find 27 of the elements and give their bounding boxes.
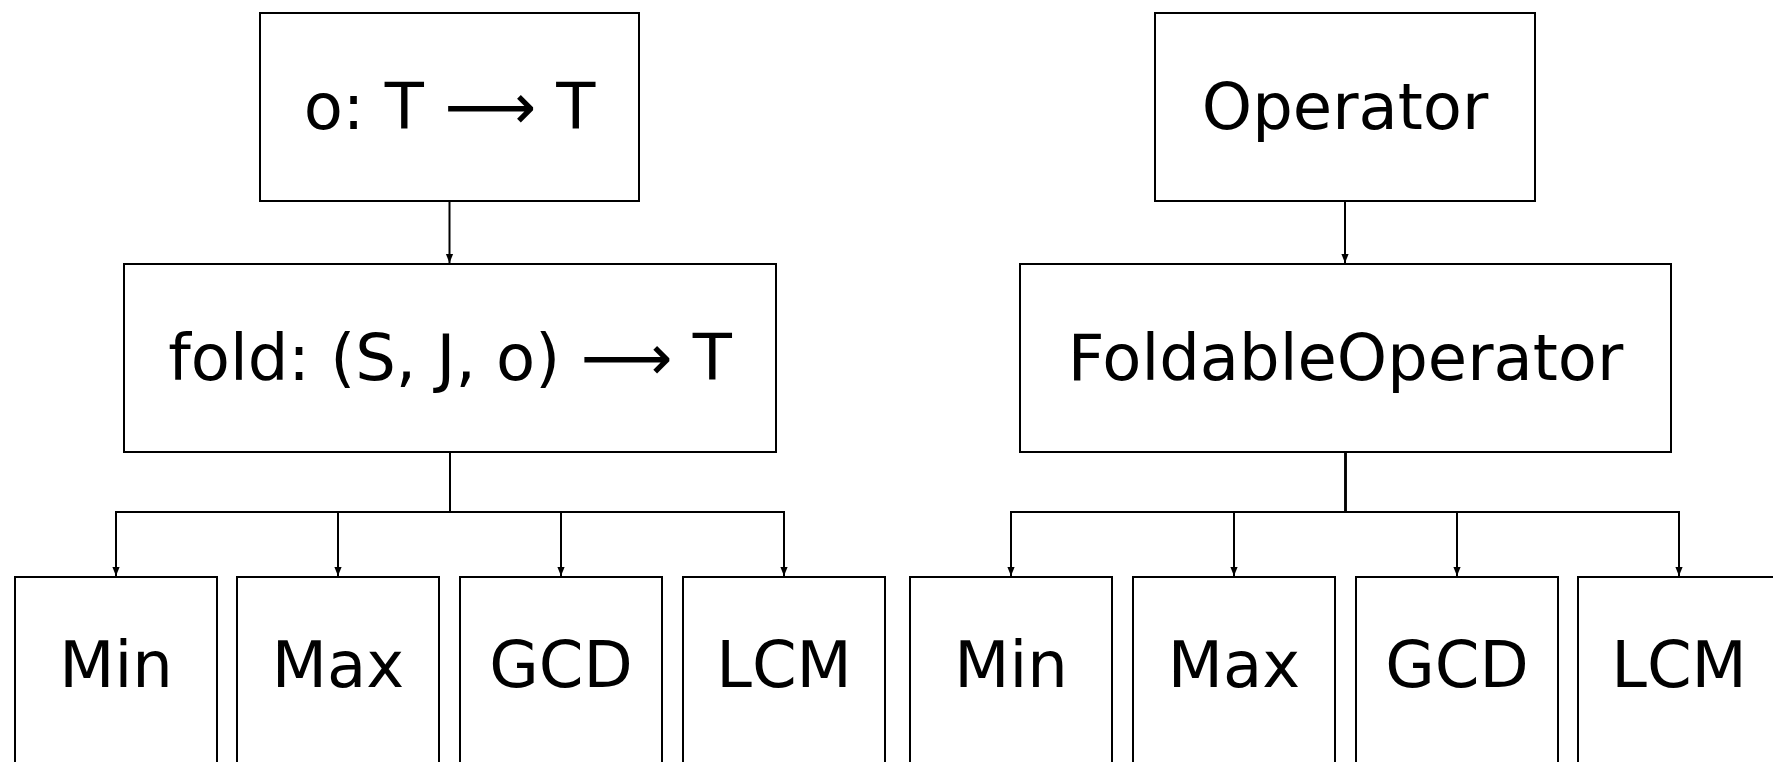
- leaf-box: [14, 576, 218, 762]
- node-label: LCM: [716, 630, 852, 701]
- leaf-box: [459, 576, 663, 762]
- arrow: [1341, 201, 1349, 264]
- node-label: GCD: [489, 630, 633, 701]
- process-box: [1154, 12, 1536, 202]
- leaf-box: [909, 576, 1113, 762]
- process-box: [1019, 263, 1672, 453]
- leaf-box: [682, 576, 886, 762]
- node-label: LCM: [1611, 630, 1747, 701]
- arrow: [1344, 452, 1683, 577]
- arrow: [445, 201, 454, 264]
- node-label: fold: (S, J, o) ⟶ T: [168, 322, 732, 394]
- node-label: Max: [271, 630, 405, 701]
- leaf-box: [1132, 576, 1336, 762]
- node-label: FoldableOperator: [1067, 322, 1624, 394]
- process-box: [259, 12, 640, 202]
- node-label: Min: [954, 630, 1068, 701]
- node-label: GCD: [1385, 630, 1529, 701]
- leaf-box: [236, 576, 440, 762]
- node-label: o: T ⟶ T: [303, 71, 596, 143]
- leaf-box: [1577, 576, 1773, 762]
- node-label: Min: [59, 630, 173, 701]
- leaf-box: [1355, 576, 1559, 762]
- process-box: [123, 263, 777, 453]
- node-label: Operator: [1201, 71, 1489, 143]
- node-label: Max: [1167, 630, 1301, 701]
